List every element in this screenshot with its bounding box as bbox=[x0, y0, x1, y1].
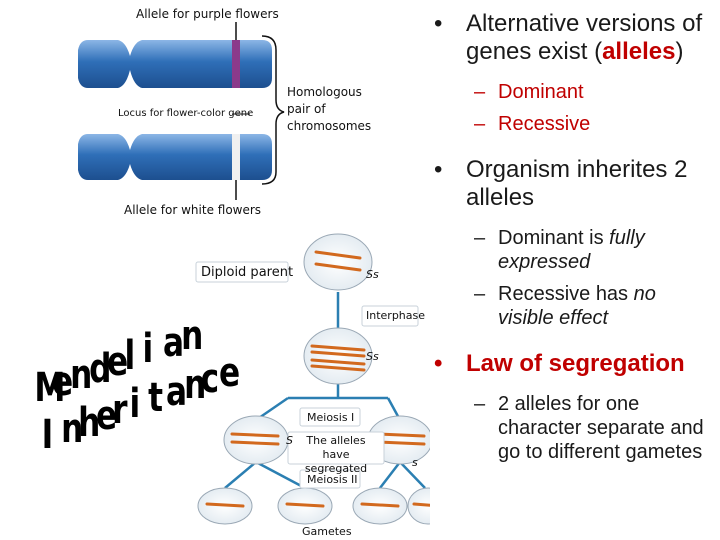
wordart-letter: e bbox=[51, 358, 73, 405]
wordart-letter: M bbox=[34, 365, 66, 411]
wordart-letter: i bbox=[142, 326, 154, 372]
wordart-letter: a bbox=[162, 319, 184, 366]
purple-allele-band bbox=[232, 40, 240, 88]
wordart-letter: h bbox=[78, 399, 101, 446]
label-ss-1: Ss bbox=[366, 268, 379, 281]
label-diploid-parent: Diploid parent bbox=[201, 265, 294, 280]
bullet-alternative-versions: Alternative versions of genes exist (all… bbox=[430, 10, 715, 66]
wordart-letter: i bbox=[129, 381, 141, 427]
sub-bullet-dominant-expressed: –Dominant is fully expressed bbox=[474, 227, 645, 273]
wordart-letter: a bbox=[166, 368, 188, 415]
label-alleles-segregated: The alleles have segregated bbox=[304, 434, 368, 475]
label-homologous: Homologous pair of chromosomes bbox=[287, 85, 372, 133]
cell-chromosomes bbox=[205, 250, 430, 508]
wordart-letter: n bbox=[70, 352, 93, 398]
wordart-letter: c bbox=[200, 356, 220, 403]
label-white-allele: Allele for white flowers bbox=[124, 203, 262, 217]
bullet-organism-inherits: Organism inherites 2 alleles bbox=[430, 156, 715, 212]
wordart-letter: t bbox=[147, 374, 163, 421]
segregated-label-box bbox=[287, 431, 385, 465]
sub-bullet-dominant: –Dominant bbox=[474, 81, 584, 103]
label-gametes: Gametes bbox=[302, 525, 352, 538]
label-meiosis1: Meiosis I bbox=[307, 411, 355, 424]
chromosome-lower bbox=[78, 134, 272, 180]
chromosome-figure bbox=[78, 22, 285, 200]
wordart-letter: n bbox=[60, 405, 83, 452]
label-interphase: Interphase bbox=[366, 309, 426, 322]
wordart-letter: e bbox=[95, 393, 117, 440]
label-purple-allele: Allele for purple flowers bbox=[136, 7, 279, 21]
cell-diploid bbox=[303, 233, 373, 291]
meiosis1-label-box bbox=[299, 407, 361, 427]
wordart-letter: d bbox=[88, 345, 111, 392]
gamete-4 bbox=[407, 487, 430, 525]
sub-bullet-two-alleles: –2 alleles for one character separate an… bbox=[474, 393, 704, 463]
label-small-s: s bbox=[412, 456, 418, 469]
label-meiosis2: Meiosis II bbox=[307, 473, 358, 486]
label-big-s: S bbox=[286, 434, 293, 447]
wordart-letter: n bbox=[181, 313, 204, 359]
meiosis2-label-box bbox=[299, 469, 361, 489]
wordart-letter: e bbox=[218, 350, 241, 396]
sub-bullet-recessive: –Recessive bbox=[474, 113, 591, 135]
wordart-letter: e bbox=[106, 339, 129, 385]
label-ss-2: Ss bbox=[366, 350, 379, 363]
bullet-law-of-segregation: Law of segregation bbox=[430, 350, 715, 378]
bullet-list: Alternative versions of genes exist (all… bbox=[430, 10, 715, 472]
wordart-letter: l bbox=[124, 332, 135, 379]
wordart-letter: I bbox=[41, 412, 54, 458]
wordart-letter: r bbox=[112, 387, 128, 434]
interphase-label-box bbox=[361, 305, 419, 327]
sub-bullet-recessive-effect: –Recessive has no visible effect bbox=[474, 283, 656, 329]
diploid-label-box bbox=[195, 261, 289, 283]
meiosis-figure bbox=[195, 233, 430, 525]
chromosome-upper bbox=[78, 40, 272, 88]
label-locus: Locus for flower-color gene bbox=[118, 108, 254, 119]
white-allele-band bbox=[232, 134, 240, 180]
wordart-letter: n bbox=[183, 362, 207, 409]
homologous-bracket bbox=[261, 35, 285, 185]
alleles-highlight: alleles bbox=[602, 38, 676, 65]
